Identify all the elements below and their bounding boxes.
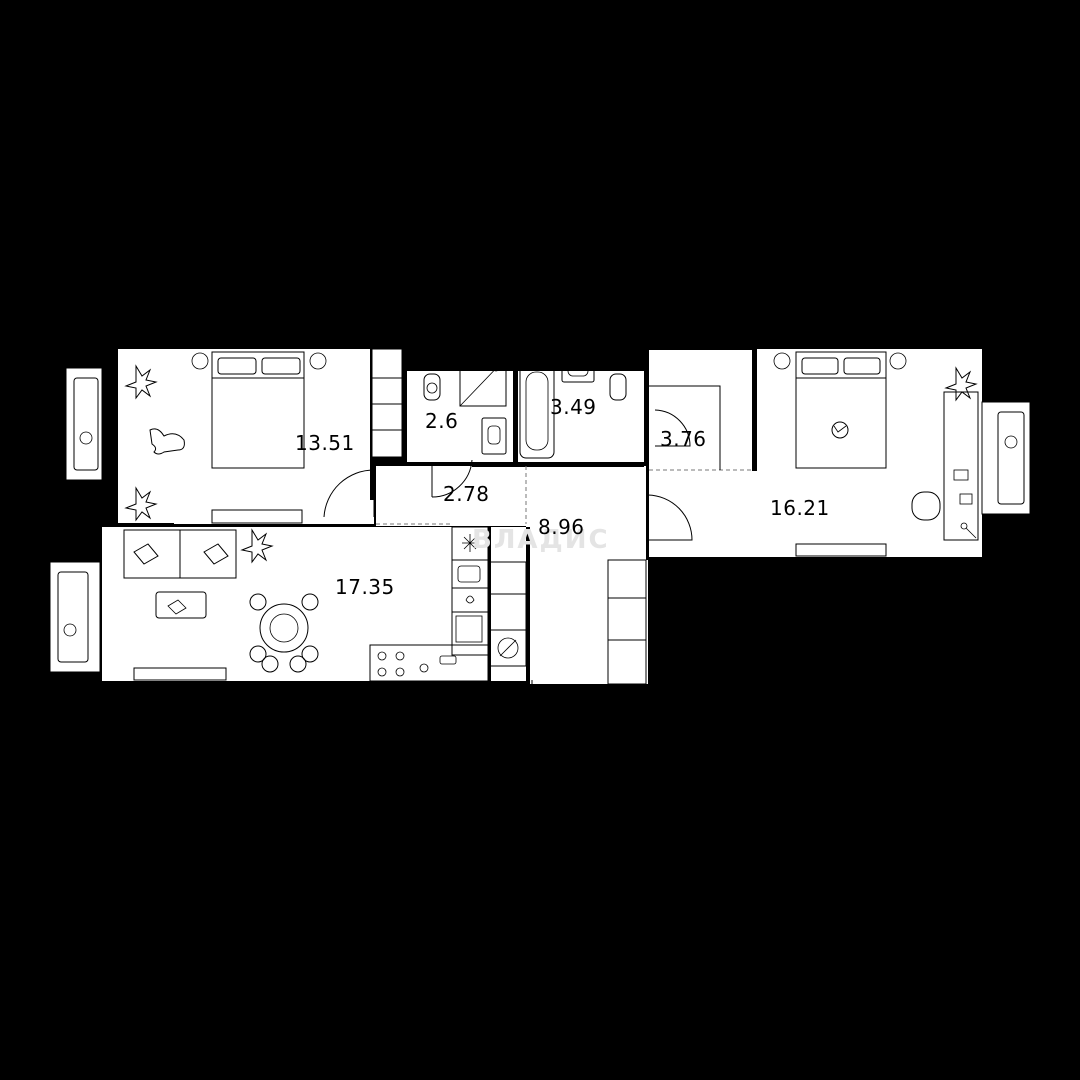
cleaning-robot-icon: [419, 655, 457, 673]
bathtub-icon: [519, 363, 555, 459]
wardrobe-room-shelf: [649, 385, 721, 470]
ventilation-icon: [497, 637, 519, 659]
coffee-table-icon: [155, 591, 207, 619]
area-label-hall: 8.96: [538, 515, 585, 539]
guitar-icon: [960, 522, 977, 539]
room-living-kitchen: [102, 527, 488, 681]
electrical-panel-icon: [607, 559, 647, 685]
washing-machine-icon: [455, 615, 483, 643]
window-icon: [49, 367, 1031, 681]
toilet-icon: [423, 373, 627, 401]
area-label-corridor: 2.78: [443, 482, 490, 506]
stove-icon: [377, 651, 405, 677]
kitchen-counter: [369, 526, 489, 682]
bed-icon: [191, 351, 327, 469]
thresholds: [376, 466, 752, 525]
area-label-bedroom-2: 16.21: [770, 496, 830, 520]
dining-table-icon: [249, 593, 319, 673]
door-swing-icon: [323, 409, 693, 743]
sink-icon: [457, 565, 481, 604]
room-wardrobe: [649, 350, 752, 470]
hall-cabinets: [489, 561, 527, 667]
area-label-bedroom-1: 13.51: [295, 431, 355, 455]
shower-icon: [459, 357, 507, 407]
cat-icon: [831, 421, 849, 439]
sofa-icon: [123, 529, 237, 579]
room-labels: 13.51 2.6 3.49 3.76 16.21 2.78 8.96 17.3…: [295, 395, 830, 599]
interior-walls: [370, 349, 757, 683]
desk-icon: [943, 391, 979, 541]
bed-icon: [773, 351, 907, 469]
area-label-toilet: 2.6: [425, 409, 458, 433]
room-hall: [526, 466, 646, 566]
floor-areas: [102, 349, 982, 684]
area-label-living-kitchen: 17.35: [335, 575, 395, 599]
radiator-icon: [63, 431, 1018, 637]
fridge-icon: [462, 534, 478, 552]
room-bedroom-2: [756, 349, 982, 557]
room-corridor: [376, 466, 526, 526]
wardrobe-shelves: [371, 348, 403, 458]
area-label-bathroom: 3.49: [550, 395, 597, 419]
sink-icon: [481, 355, 595, 455]
room-bathroom: [518, 371, 644, 462]
area-label-wardrobe: 3.76: [660, 427, 707, 451]
cat-icon: [149, 428, 185, 455]
plant-icon: [124, 364, 978, 564]
chair-icon: [911, 491, 941, 521]
watermark: ВЛАДИС: [472, 525, 610, 555]
